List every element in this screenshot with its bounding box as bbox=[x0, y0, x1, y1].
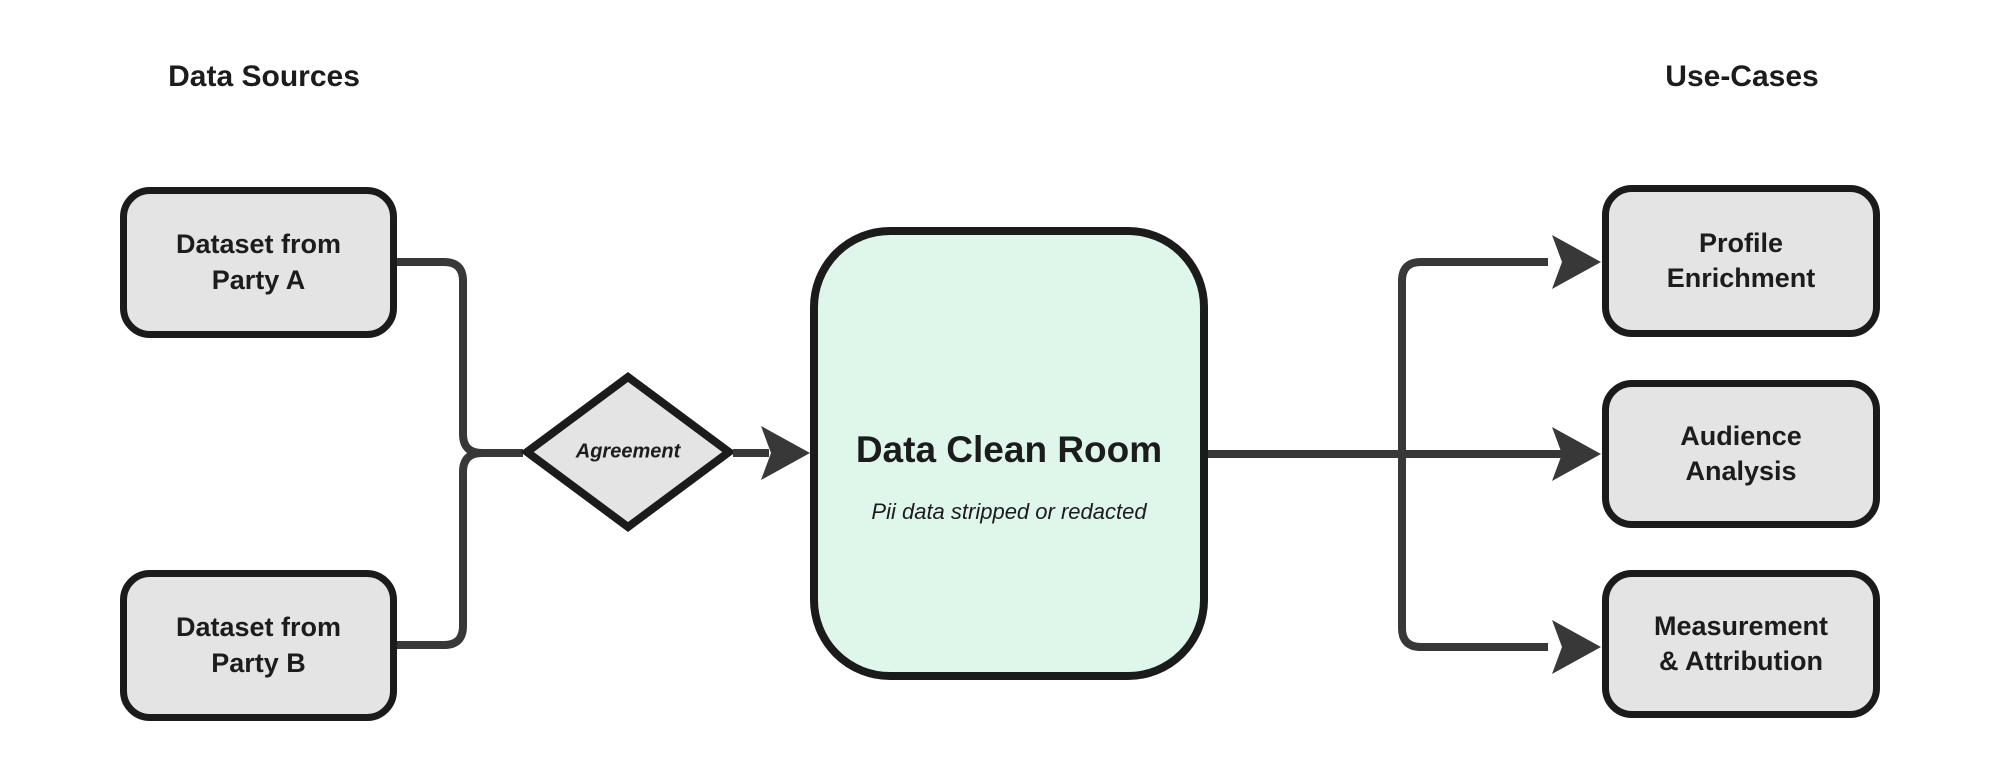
clean-room-title: Data Clean Room bbox=[855, 428, 1163, 470]
node-dataset-party-a: Dataset from Party A bbox=[120, 187, 397, 338]
node-dataset-party-b: Dataset from Party B bbox=[120, 570, 397, 721]
arrowhead-icon bbox=[1552, 620, 1601, 674]
edge-clean-room-to-measurement bbox=[1398, 454, 1548, 651]
node-profile-enrichment: Profile Enrichment bbox=[1602, 185, 1880, 337]
node-audience-analysis: Audience Analysis bbox=[1602, 380, 1880, 528]
heading-use-cases: Use-Cases bbox=[1665, 60, 1819, 93]
edge-party-b-to-agreement bbox=[397, 449, 523, 649]
edge-clean-room-to-profile bbox=[1398, 258, 1548, 454]
heading-data-sources: Data Sources bbox=[168, 60, 360, 93]
decision-agreement-shape bbox=[520, 372, 736, 532]
clean-room-subtitle: Pii data stripped or redacted bbox=[871, 498, 1147, 524]
edge-party-a-to-agreement bbox=[397, 258, 523, 457]
arrowhead-icon bbox=[1552, 235, 1601, 289]
node-measurement-attribution: Measurement & Attribution bbox=[1602, 570, 1880, 718]
decision-agreement-label: Agreement bbox=[575, 440, 681, 463]
arrowhead-icon bbox=[761, 426, 810, 480]
node-data-clean-room: Data Clean Room Pii data stripped or red… bbox=[810, 227, 1208, 680]
arrowhead-icon bbox=[1552, 427, 1601, 481]
